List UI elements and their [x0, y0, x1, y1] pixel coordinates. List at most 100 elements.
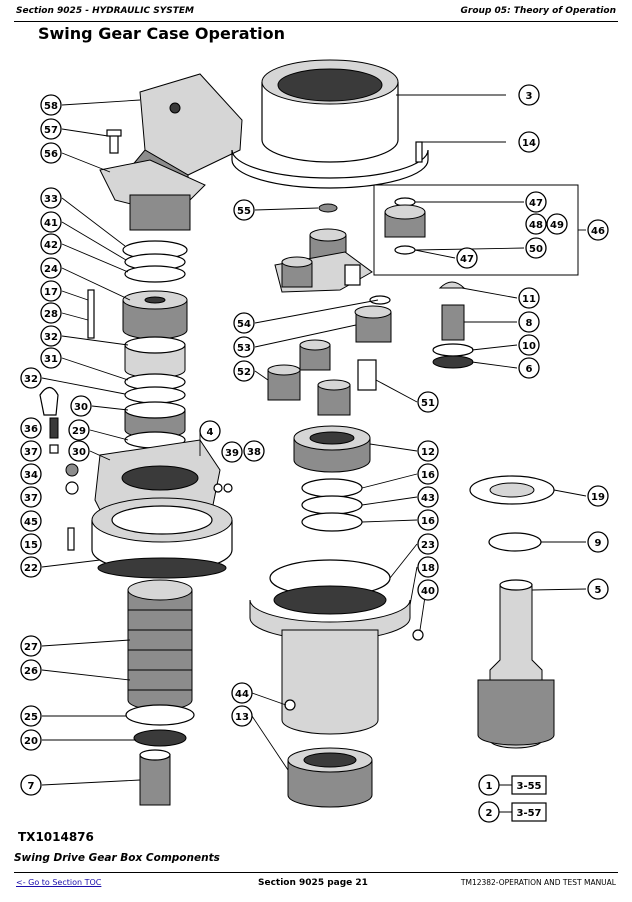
svg-text:17: 17	[44, 287, 58, 298]
svg-text:30: 30	[72, 447, 86, 458]
svg-text:15: 15	[24, 540, 38, 551]
planet-carrier-upper	[274, 203, 373, 293]
callout-14: 14	[518, 131, 540, 153]
gear-case-housing	[249, 559, 424, 735]
svg-text:51: 51	[421, 398, 435, 409]
callout-20: 20	[20, 729, 42, 751]
callout-29: 29	[68, 419, 90, 441]
svg-text:6: 6	[526, 364, 533, 375]
page-title: Swing Gear Case Operation	[38, 24, 286, 43]
callout-37: 37	[20, 440, 42, 462]
callout-46: 46	[587, 219, 609, 241]
callout-4: 4	[199, 420, 221, 442]
svg-text:20: 20	[24, 736, 38, 747]
callout-41: 41	[40, 211, 62, 233]
callout-28: 28	[40, 302, 62, 324]
svg-text:3-57: 3-57	[516, 808, 541, 819]
svg-text:16: 16	[421, 470, 435, 481]
svg-text:29: 29	[72, 426, 86, 437]
svg-text:2: 2	[486, 808, 493, 819]
figure-caption: Swing Drive Gear Box Components	[14, 852, 220, 864]
svg-text:44: 44	[235, 689, 249, 700]
callout-45: 45	[20, 510, 42, 532]
go-to-section-toc-link[interactable]: <- Go to Section TOC	[16, 878, 102, 887]
reference-row-1: 1 3-55	[478, 774, 547, 796]
callout-11: 11	[518, 287, 540, 309]
svg-text:3: 3	[526, 91, 533, 102]
callout-32b: 32	[20, 367, 42, 389]
svg-text:12: 12	[421, 447, 435, 458]
svg-text:38: 38	[247, 447, 261, 458]
svg-text:3-55: 3-55	[516, 781, 541, 792]
callout-25: 25	[20, 705, 42, 727]
callout-36: 36	[20, 417, 42, 439]
callout-37b: 37	[20, 486, 42, 508]
svg-text:43: 43	[421, 493, 435, 504]
svg-text:47: 47	[460, 254, 474, 265]
callout-31: 31	[40, 347, 62, 369]
svg-text:49: 49	[550, 220, 564, 231]
brake-housing	[91, 439, 233, 579]
reference-row-2: 2 3-57	[478, 801, 547, 823]
svg-text:7: 7	[28, 781, 35, 792]
svg-text:39: 39	[225, 448, 239, 459]
callout-15: 15	[20, 533, 42, 555]
callout-13: 13	[231, 705, 253, 727]
callout-42: 42	[40, 233, 62, 255]
callout-32: 32	[40, 325, 62, 347]
callout-40: 40	[417, 579, 439, 601]
callout-26: 26	[20, 659, 42, 681]
callout-53: 53	[233, 336, 255, 358]
svg-text:28: 28	[44, 309, 58, 320]
svg-text:22: 22	[24, 563, 38, 574]
svg-text:16: 16	[421, 516, 435, 527]
svg-text:31: 31	[44, 354, 58, 365]
callout-5: 5	[587, 578, 609, 600]
svg-text:25: 25	[24, 712, 38, 723]
svg-text:48: 48	[529, 220, 543, 231]
manual-title: TM12382-OPERATION AND TEST MANUAL	[460, 878, 616, 887]
svg-text:52: 52	[237, 367, 251, 378]
callout-58: 58	[40, 94, 62, 116]
svg-text:23: 23	[421, 540, 435, 551]
callout-51: 51	[417, 391, 439, 413]
svg-text:4: 4	[207, 427, 214, 438]
svg-text:46: 46	[591, 226, 605, 237]
reference-key: 1 3-55 2 3-57	[478, 774, 547, 823]
svg-text:5: 5	[595, 585, 602, 596]
callout-17: 17	[40, 280, 62, 302]
svg-text:33: 33	[44, 194, 58, 205]
callout-38: 38	[243, 440, 265, 462]
callout-39: 39	[221, 441, 243, 463]
callout-3: 3	[518, 84, 540, 106]
svg-text:55: 55	[237, 206, 251, 217]
callout-52: 52	[233, 360, 255, 382]
bearing-upper	[293, 425, 371, 473]
svg-text:50: 50	[529, 244, 543, 255]
callout-27: 27	[20, 635, 42, 657]
planet-carrier-lower	[267, 295, 392, 416]
svg-text:42: 42	[44, 240, 58, 251]
callout-33: 33	[40, 187, 62, 209]
callout-47b: 47	[456, 247, 478, 269]
seal-ring-stack	[122, 240, 188, 449]
svg-text:30: 30	[74, 402, 88, 413]
svg-text:13: 13	[235, 712, 249, 723]
svg-text:58: 58	[44, 101, 58, 112]
figure-code: TX1014876	[18, 830, 94, 844]
svg-text:9: 9	[595, 538, 602, 549]
small-hardware-left	[39, 289, 95, 551]
page-number: Section 9025 page 21	[258, 878, 368, 888]
svg-text:8: 8	[526, 318, 533, 329]
callout-10: 10	[518, 334, 540, 356]
header-section: Section 9025 - HYDRAULIC SYSTEM	[16, 6, 194, 16]
callout-30: 30	[70, 395, 92, 417]
friction-disc-stack	[125, 579, 195, 806]
footer-rule	[14, 872, 618, 873]
callout-9: 9	[587, 531, 609, 553]
svg-text:27: 27	[24, 642, 38, 653]
svg-text:37: 37	[24, 447, 38, 458]
callout-19: 19	[587, 485, 609, 507]
callout-23: 23	[417, 533, 439, 555]
header-rule	[14, 21, 618, 22]
